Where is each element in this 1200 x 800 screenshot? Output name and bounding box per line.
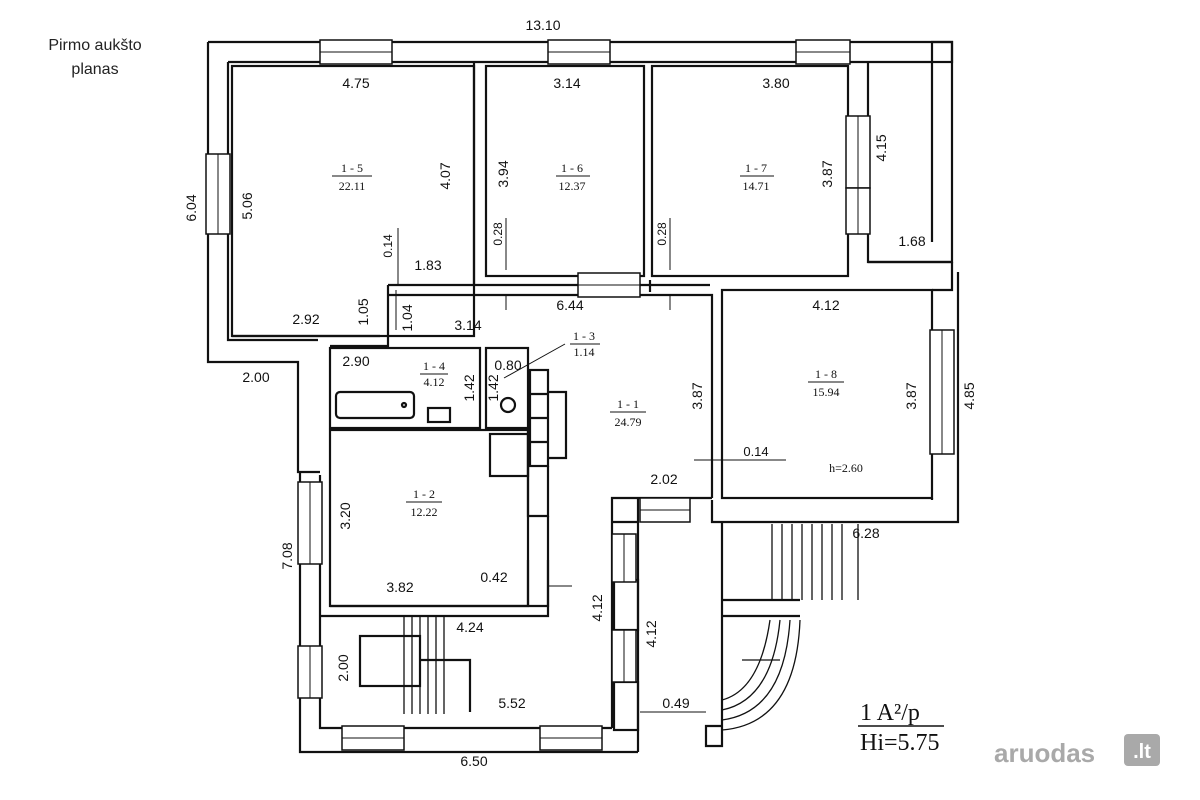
room-1-6-label: 1 - 6 12.37 (556, 161, 590, 193)
svg-text:12.22: 12.22 (411, 505, 438, 519)
svg-text:4.12: 4.12 (424, 375, 445, 389)
dim-r18-right: 3.87 (903, 382, 919, 409)
dim-r14-top: 2.90 (342, 353, 369, 369)
svg-text:14.71: 14.71 (743, 179, 770, 193)
room-1-2-label: 1 - 2 12.22 (406, 487, 442, 519)
room-1-1-label: 1 - 1 24.79 (610, 397, 646, 429)
dimension-lines (395, 218, 786, 713)
dim-r17-right: 3.87 (819, 160, 835, 187)
stamp-line-1: 1 A²/p (860, 700, 920, 726)
room-1-3-label: 1 - 3 1.14 (570, 329, 600, 359)
dim-r18-small: 0.14 (743, 444, 768, 459)
caption-line-1: Pirmo aukšto (48, 37, 142, 54)
dim-r12-small: 0.42 (480, 569, 507, 585)
svg-text:1 - 5: 1 - 5 (341, 161, 363, 175)
watermark-suffix: .lt (1133, 741, 1151, 763)
dim-stair-5-52: 5.52 (498, 695, 525, 711)
plan-stamp: 1 A²/p Hi=5.75 (858, 700, 944, 756)
dim-r13-left: 1.42 (485, 374, 501, 401)
staircases (403, 524, 859, 731)
dim-porch-4-12b: 4.12 (643, 620, 659, 647)
window-glazing (217, 51, 943, 739)
dim-r15-bottom: 2.92 (292, 311, 319, 327)
dim-stair-4-24: 4.24 (456, 619, 483, 635)
dim-outer-left-lower: 7.08 (279, 542, 295, 569)
dim-r15-right: 4.07 (437, 162, 453, 189)
dim-r17-top: 3.80 (762, 75, 789, 91)
dim-r17-small: 0.28 (655, 222, 669, 246)
room-1-8-label: 1 - 8 15.94 (808, 367, 844, 399)
dim-hall-6-44: 6.44 (556, 297, 583, 313)
dim-top-total: 13.10 (525, 17, 560, 33)
dim-r15-left: 5.06 (239, 192, 255, 219)
dim-r15-b2: 1.83 (414, 257, 441, 273)
dim-stair-2-00: 2.00 (335, 654, 351, 681)
dim-r12-left: 3.20 (337, 502, 353, 529)
dim-porch-0-49: 0.49 (662, 695, 689, 711)
dim-r15-small: 0.14 (381, 234, 395, 258)
dim-r14-right: 1.42 (461, 374, 477, 401)
dim-hall-left: 2.00 (242, 369, 269, 385)
dim-r15-b1: 1.05 (355, 298, 371, 325)
svg-text:1 - 4: 1 - 4 (423, 359, 445, 373)
dimension-labels: 13.10 4.75 3.14 3.80 6.04 5.06 4.07 3.94… (183, 17, 977, 769)
dim-right-6-28: 6.28 (852, 525, 879, 541)
ceiling-height-note: h=2.60 (829, 461, 863, 475)
dim-bottom-total: 6.50 (460, 753, 487, 769)
stamp-line-2: Hi=5.75 (860, 730, 940, 756)
dim-r18-top: 4.12 (812, 297, 839, 313)
dim-r18-outer: 4.85 (961, 382, 977, 409)
room-1-7-label: 1 - 7 14.71 (740, 161, 774, 193)
svg-text:1 - 3: 1 - 3 (573, 329, 595, 343)
dim-porch-4-12a: 4.12 (589, 594, 605, 621)
windows (205, 39, 955, 751)
plan-caption: Pirmo aukšto planas (40, 34, 150, 82)
room-1-4-label: 1 - 4 4.12 (420, 359, 448, 389)
svg-text:1 - 2: 1 - 2 (413, 487, 435, 501)
dim-hall-1-04: 1.04 (399, 304, 415, 331)
dim-r16-left: 3.94 (495, 160, 511, 187)
dim-right-4-15: 4.15 (873, 134, 889, 161)
svg-text:1 - 6: 1 - 6 (561, 161, 583, 175)
svg-text:12.37: 12.37 (559, 179, 586, 193)
dim-hall-3-14: 3.14 (454, 317, 481, 333)
dim-r12-bottom: 3.82 (386, 579, 413, 595)
room-labels: 1 - 5 22.11 1 - 6 12.37 1 - 7 14.71 1 - … (332, 161, 863, 519)
dim-r15-top: 4.75 (342, 75, 369, 91)
dim-r11-right: 3.87 (689, 382, 705, 409)
aruodas-watermark: aruodas .lt (994, 734, 1160, 768)
svg-text:1 - 7: 1 - 7 (745, 161, 767, 175)
watermark-text: aruodas (994, 738, 1095, 768)
svg-text:24.79: 24.79 (615, 415, 642, 429)
dim-r16-small: 0.28 (491, 222, 505, 246)
caption-line-2: planas (71, 61, 119, 78)
room-1-5-label: 1 - 5 22.11 (332, 161, 372, 193)
dim-hall-2-02: 2.02 (650, 471, 677, 487)
svg-text:1 - 8: 1 - 8 (815, 367, 837, 381)
dim-right-1-68: 1.68 (898, 233, 925, 249)
svg-text:15.94: 15.94 (813, 385, 840, 399)
svg-text:1.14: 1.14 (574, 345, 595, 359)
svg-text:22.11: 22.11 (339, 179, 366, 193)
dim-r13-top: 0.80 (494, 357, 521, 373)
dim-r16-top: 3.14 (553, 75, 580, 91)
dim-outer-left: 6.04 (183, 194, 199, 221)
svg-text:1 - 1: 1 - 1 (617, 397, 639, 411)
